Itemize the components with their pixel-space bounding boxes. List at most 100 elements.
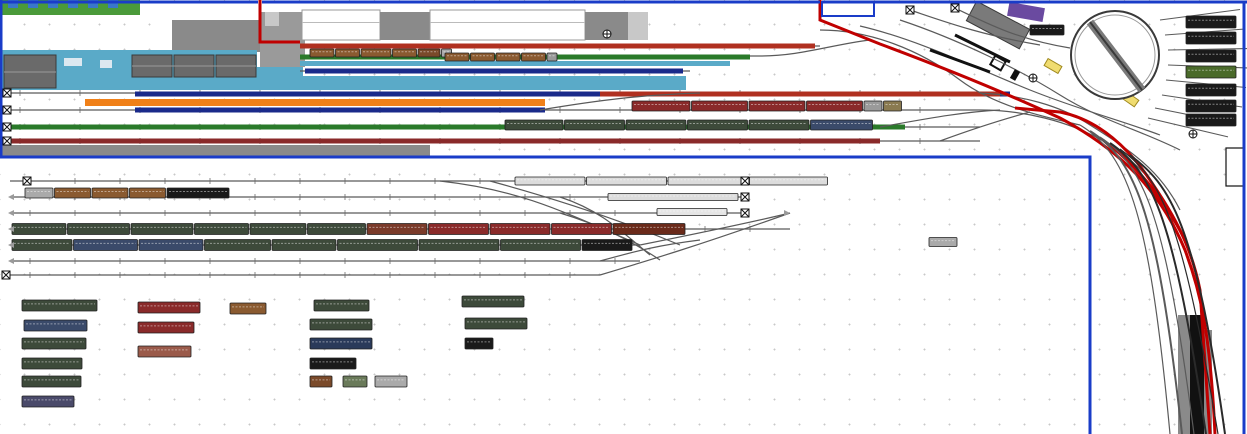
fiddle-ladder[interactable]: [559, 196, 651, 256]
coach[interactable]: [309, 48, 335, 58]
turntable-stall-track[interactable]: [1167, 47, 1247, 51]
coach[interactable]: [91, 187, 129, 199]
coach[interactable]: [748, 100, 806, 112]
locomotive-stall[interactable]: [1185, 49, 1237, 63]
fiddle-ladder[interactable]: [599, 239, 701, 262]
loose-stock[interactable]: [313, 299, 370, 312]
locomotive-stall[interactable]: [1185, 83, 1237, 97]
coach[interactable]: [489, 223, 551, 235]
loose-coach[interactable]: [137, 321, 195, 334]
coach[interactable]: [418, 239, 500, 251]
station-building[interactable]: [172, 20, 260, 52]
signal-icon[interactable]: [1188, 129, 1198, 139]
fiddle-ladder[interactable]: [599, 212, 791, 276]
track-end-arrow[interactable]: [784, 210, 790, 216]
coach[interactable]: [360, 48, 392, 58]
loose-coach[interactable]: [21, 299, 98, 312]
junction-track[interactable]: [859, 25, 1161, 136]
coach[interactable]: [11, 223, 67, 235]
locomotive-stall[interactable]: [1185, 31, 1237, 45]
coach[interactable]: [495, 52, 521, 62]
coach[interactable]: [625, 119, 687, 131]
coach[interactable]: [129, 187, 166, 199]
coach[interactable]: [687, 119, 748, 131]
locomotive-stall[interactable]: [1185, 65, 1237, 79]
coach[interactable]: [24, 187, 54, 199]
coach[interactable]: [521, 52, 546, 62]
buffer-stop-icon[interactable]: [2, 136, 12, 146]
red-main-loop[interactable]: [258, 0, 300, 44]
signal-box[interactable]: [1225, 147, 1245, 187]
fiddle-ladder[interactable]: [559, 212, 661, 261]
platform-grey[interactable]: [2, 145, 430, 157]
wagon[interactable]: [417, 48, 441, 58]
loose-coach[interactable]: [21, 395, 75, 408]
coach[interactable]: [564, 119, 625, 131]
loose-stock[interactable]: [309, 337, 373, 350]
station-track[interactable]: [300, 39, 871, 57]
station-platform[interactable]: [255, 67, 303, 90]
loose-coach[interactable]: [137, 301, 201, 314]
occupied-section[interactable]: [600, 91, 1000, 97]
loose-coach[interactable]: [21, 337, 87, 350]
rolling-stock-layer[interactable]: [11, 15, 1237, 408]
station-platform[interactable]: [300, 76, 686, 90]
buffer-stop-icon[interactable]: [2, 122, 12, 132]
buffer-stop-icon[interactable]: [2, 88, 12, 98]
crossover-track[interactable]: [939, 111, 1031, 142]
loose-stock[interactable]: [309, 357, 357, 370]
loose-coach[interactable]: [21, 357, 83, 370]
coach[interactable]: [504, 119, 564, 131]
coach[interactable]: [337, 239, 418, 251]
descending-track[interactable]: [1129, 154, 1226, 434]
track-end-arrow[interactable]: [8, 226, 14, 232]
marker-layer[interactable]: [1, 3, 1198, 280]
wagon[interactable]: [863, 100, 883, 112]
descending-track[interactable]: [1119, 148, 1219, 434]
locomotive-stall[interactable]: [1185, 15, 1237, 29]
coach[interactable]: [271, 239, 337, 251]
descending-track[interactable]: [1099, 136, 1195, 434]
occupied-section[interactable]: [305, 68, 683, 74]
coach[interactable]: [366, 223, 428, 235]
junction-track[interactable]: [979, 92, 1181, 211]
junction-track[interactable]: [899, 19, 1181, 151]
coach[interactable]: [130, 223, 194, 235]
station-hall[interactable]: [301, 9, 381, 41]
coach[interactable]: [691, 100, 748, 112]
wagon[interactable]: [883, 100, 902, 112]
coach[interactable]: [470, 52, 495, 62]
coach[interactable]: [444, 52, 470, 62]
coach[interactable]: [656, 208, 728, 216]
occupied-section[interactable]: [6, 138, 880, 144]
coach[interactable]: [607, 193, 739, 201]
coach[interactable]: [67, 223, 130, 235]
track-end-arrow[interactable]: [8, 242, 14, 248]
buffer-stop-icon[interactable]: [22, 176, 32, 186]
buffer-stop-icon[interactable]: [2, 105, 12, 115]
track-end-arrow[interactable]: [8, 258, 14, 264]
coach[interactable]: [586, 176, 667, 186]
steam-locomotive[interactable]: [612, 223, 686, 235]
coach[interactable]: [748, 119, 810, 131]
signal-icon[interactable]: [1028, 73, 1038, 83]
descending-track[interactable]: [1089, 130, 1183, 434]
loose-stock[interactable]: [342, 375, 368, 388]
buffer-stop-icon[interactable]: [905, 5, 915, 15]
occupied-section[interactable]: [300, 43, 815, 49]
shed-track[interactable]: [954, 7, 1071, 49]
buffer-stop-icon[interactable]: [740, 208, 750, 218]
coach[interactable]: [810, 119, 873, 131]
yellow-marker[interactable]: [1043, 57, 1063, 75]
coach[interactable]: [54, 187, 91, 199]
buffer-stop-icon[interactable]: [1, 270, 11, 280]
coach[interactable]: [204, 239, 271, 251]
junction-track[interactable]: [819, 29, 1081, 126]
track-end-arrow[interactable]: [8, 194, 14, 200]
uncoupler-icon[interactable]: [1009, 69, 1021, 81]
coach[interactable]: [667, 176, 749, 186]
coach[interactable]: [514, 176, 586, 186]
turntable-icon[interactable]: [1070, 10, 1160, 100]
